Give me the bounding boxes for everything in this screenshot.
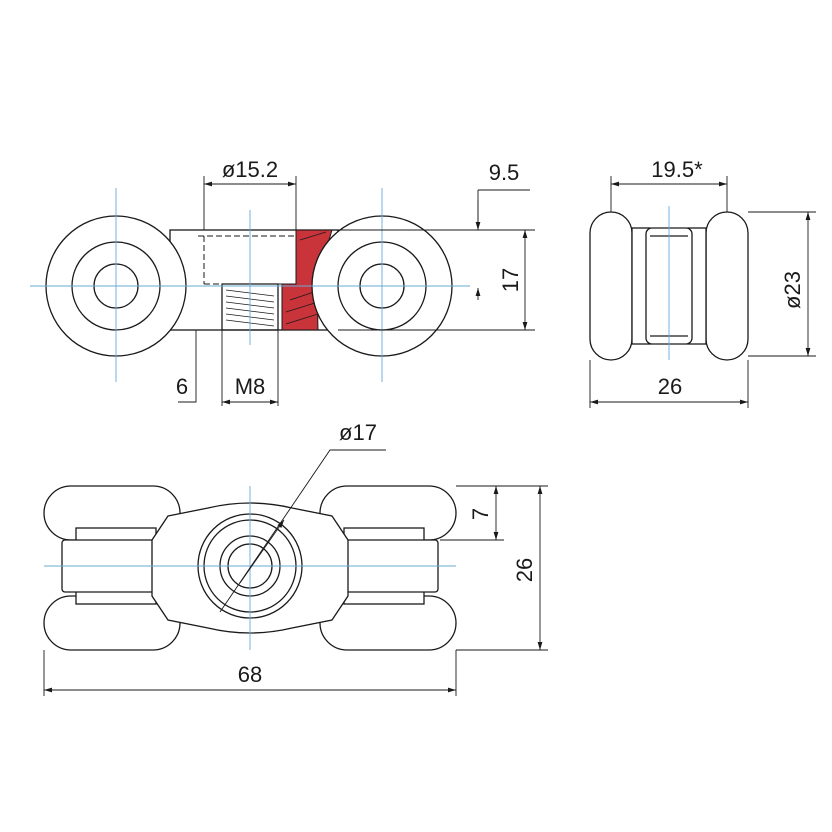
bottom-view: ø17 7 26 68 xyxy=(43,420,548,696)
dim-side-width: 26 xyxy=(658,374,682,399)
dim-7-ext xyxy=(440,485,548,541)
side-left-wheel xyxy=(589,211,633,361)
section-hatch-lines xyxy=(285,231,327,325)
dim-17-ext xyxy=(338,229,535,331)
dim-overall-length: 68 xyxy=(238,662,262,687)
dim-95-ext xyxy=(450,189,530,231)
dim-offset-6: 6 xyxy=(176,374,188,399)
dim-m8-ext xyxy=(221,330,279,406)
dim-17d-leader xyxy=(219,449,386,613)
dim-wheel-diameter: ø23 xyxy=(780,271,805,309)
side-right-wheel xyxy=(705,211,749,361)
dim-23-ext xyxy=(748,211,816,357)
dim-offset-top: 9.5 xyxy=(489,160,520,185)
dim-wheel-thickness: 7 xyxy=(468,508,493,520)
dim-thread: M8 xyxy=(235,374,266,399)
dim-overall-height: 26 xyxy=(512,558,537,582)
front-centerlines xyxy=(30,188,470,382)
dim-hub-diameter: ø17 xyxy=(339,420,377,445)
dim-6-ext xyxy=(178,330,197,403)
dim-17d-arrow xyxy=(239,519,285,584)
front-view: ø15.2 9.5 17 6 M8 xyxy=(30,157,535,406)
dim-wheel-span: 19.5* xyxy=(651,157,703,182)
dim-body-height: 17 xyxy=(498,268,523,292)
side-view: 19.5* ø23 26 xyxy=(589,157,816,408)
dim-bore-diameter: ø15.2 xyxy=(222,157,278,182)
